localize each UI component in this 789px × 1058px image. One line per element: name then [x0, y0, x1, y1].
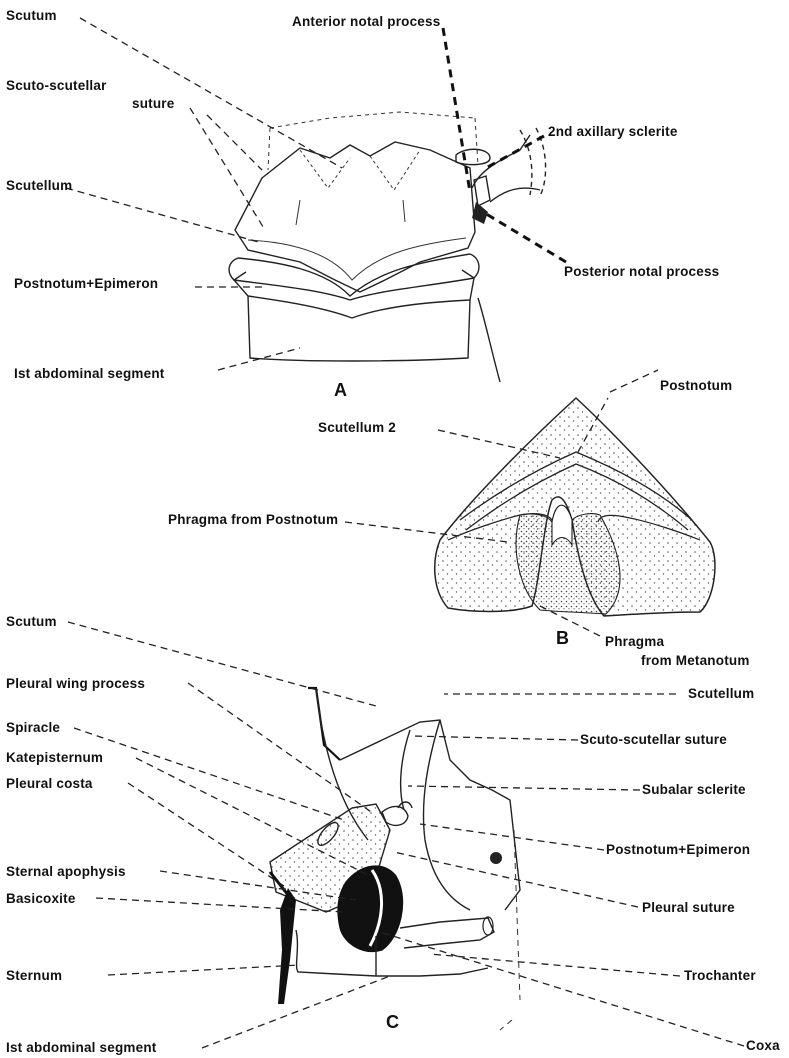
figure-b-drawing: [435, 398, 715, 616]
label-a-posterior-notal-process: Posterior notal process: [564, 264, 719, 280]
figure-a-scutum-shape: [235, 142, 475, 292]
label-c-basicoxite: Basicoxite: [6, 891, 76, 907]
panel-label-a: A: [334, 382, 347, 398]
label-c-coxa: Coxa: [746, 1038, 780, 1054]
label-b-phragma-from-postnotum: Phragma from Postnotum: [168, 512, 338, 528]
label-b-phragma-from-metanotum-line2: from Metanotum: [641, 653, 750, 669]
label-b-phragma-from-metanotum-line1: Phragma: [605, 634, 664, 650]
label-a-anterior-notal-process: Anterior notal process: [292, 14, 440, 30]
label-c-sternum: Sternum: [6, 968, 62, 984]
label-c-trochanter: Trochanter: [684, 968, 756, 984]
label-c-scutum: Scutum: [6, 614, 57, 630]
label-a-scuto-scutellar-suture-line2: suture: [132, 96, 174, 112]
label-a-second-axillary-sclerite: 2nd axillary sclerite: [548, 124, 678, 140]
figure-c-drawing: [270, 688, 520, 1030]
label-c-spiracle: Spiracle: [6, 720, 60, 736]
label-c-sternal-apophysis: Sternal apophysis: [6, 864, 126, 880]
panel-label-b: B: [556, 630, 569, 646]
label-c-pleural-suture: Pleural suture: [642, 900, 735, 916]
label-a-first-abdominal-segment: Ist abdominal segment: [14, 366, 164, 382]
label-b-postnotum: Postnotum: [660, 378, 732, 394]
label-c-postnotum-epimeron: Postnotum+Epimeron: [606, 842, 750, 858]
label-c-pleural-costa: Pleural costa: [6, 776, 93, 792]
panel-label-c: C: [386, 1014, 399, 1030]
label-a-scuto-scutellar-suture-line1: Scuto-scutellar: [6, 78, 107, 94]
label-c-first-abdominal-segment: Ist abdominal segment: [6, 1040, 156, 1056]
label-a-scutellum: Scutellum: [6, 178, 72, 194]
label-a-postnotum-epimeron: Postnotum+Epimeron: [14, 276, 158, 292]
figure-a-abdominal-segment-shape: [248, 296, 470, 361]
label-b-scutellum-2: Scutellum 2: [318, 420, 396, 436]
label-c-katepisternum: Katepisternum: [6, 750, 103, 766]
label-c-scuto-scutellar-suture: Scuto-scutellar suture: [580, 732, 727, 748]
figure-a-postnotum-shape: [234, 278, 474, 318]
label-a-scutum: Scutum: [6, 8, 57, 24]
figure-a-drawing: [229, 112, 546, 382]
label-c-pleural-wing-process: Pleural wing process: [6, 676, 145, 692]
label-c-scutellum: Scutellum: [688, 686, 754, 702]
label-c-subalar-sclerite: Subalar sclerite: [642, 782, 746, 798]
